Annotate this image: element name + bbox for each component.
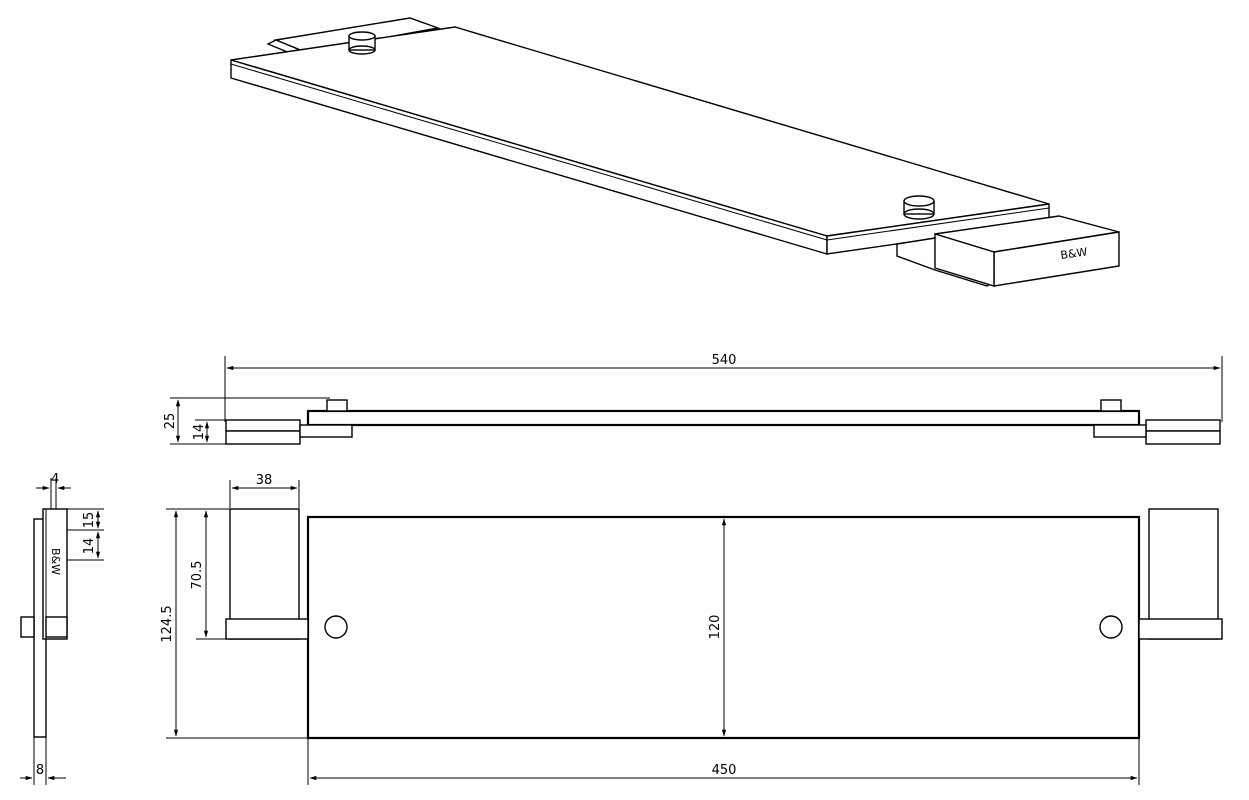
front-elevation: 540 25 14 bbox=[163, 353, 1223, 445]
shelf-elevation bbox=[306, 409, 1141, 427]
dim-70-5: 70.5 bbox=[190, 561, 205, 590]
right-bracket-elevation bbox=[1145, 419, 1221, 432]
dim-124-5: 124.5 bbox=[160, 605, 175, 642]
iso-pin-front bbox=[903, 195, 935, 220]
dim-120: 120 bbox=[708, 615, 723, 640]
iso-front-bracket: B&W bbox=[896, 215, 1120, 287]
dim-25: 25 bbox=[163, 413, 178, 430]
dim-38: 38 bbox=[256, 473, 273, 488]
isometric-view: B&W bbox=[230, 17, 1120, 287]
brand-mark: B&W bbox=[1060, 245, 1089, 262]
dim-540: 540 bbox=[712, 353, 737, 368]
dim-15: 15 bbox=[82, 512, 97, 529]
dim-profile-14: 14 bbox=[82, 538, 97, 555]
pin-elevation-right bbox=[1100, 399, 1122, 412]
left-bracket-elevation bbox=[225, 419, 301, 432]
dim-4: 4 bbox=[51, 472, 59, 487]
side-profile: B&W 4 15 14 8 bbox=[20, 472, 104, 785]
profile-brand-mark: B&W bbox=[49, 548, 62, 575]
pin-hole-left bbox=[324, 615, 348, 639]
pin-elevation-left bbox=[326, 399, 348, 412]
left-bracket-plan bbox=[229, 508, 300, 640]
dim-450: 450 bbox=[712, 763, 737, 778]
right-bracket-plan bbox=[1148, 508, 1219, 640]
iso-pin-back bbox=[348, 31, 376, 55]
plan-view: 38 70.5 124.5 120 450 bbox=[160, 473, 1223, 785]
dim-8: 8 bbox=[36, 763, 44, 778]
dim-14: 14 bbox=[192, 424, 207, 441]
pin-hole-right bbox=[1099, 615, 1123, 639]
